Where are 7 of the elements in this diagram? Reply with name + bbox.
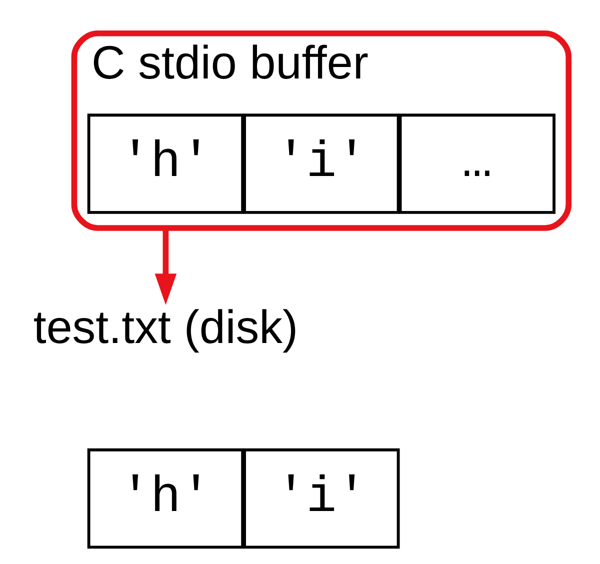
node-text: test.txt (disk) <box>33 300 298 353</box>
node-box: 'h' <box>87 448 244 548</box>
node-box: 'i' <box>243 448 400 548</box>
arrow <box>154 228 177 304</box>
node-box: … <box>398 113 556 214</box>
node-box: 'h' <box>87 113 244 214</box>
node-box: 'i' <box>243 113 400 214</box>
